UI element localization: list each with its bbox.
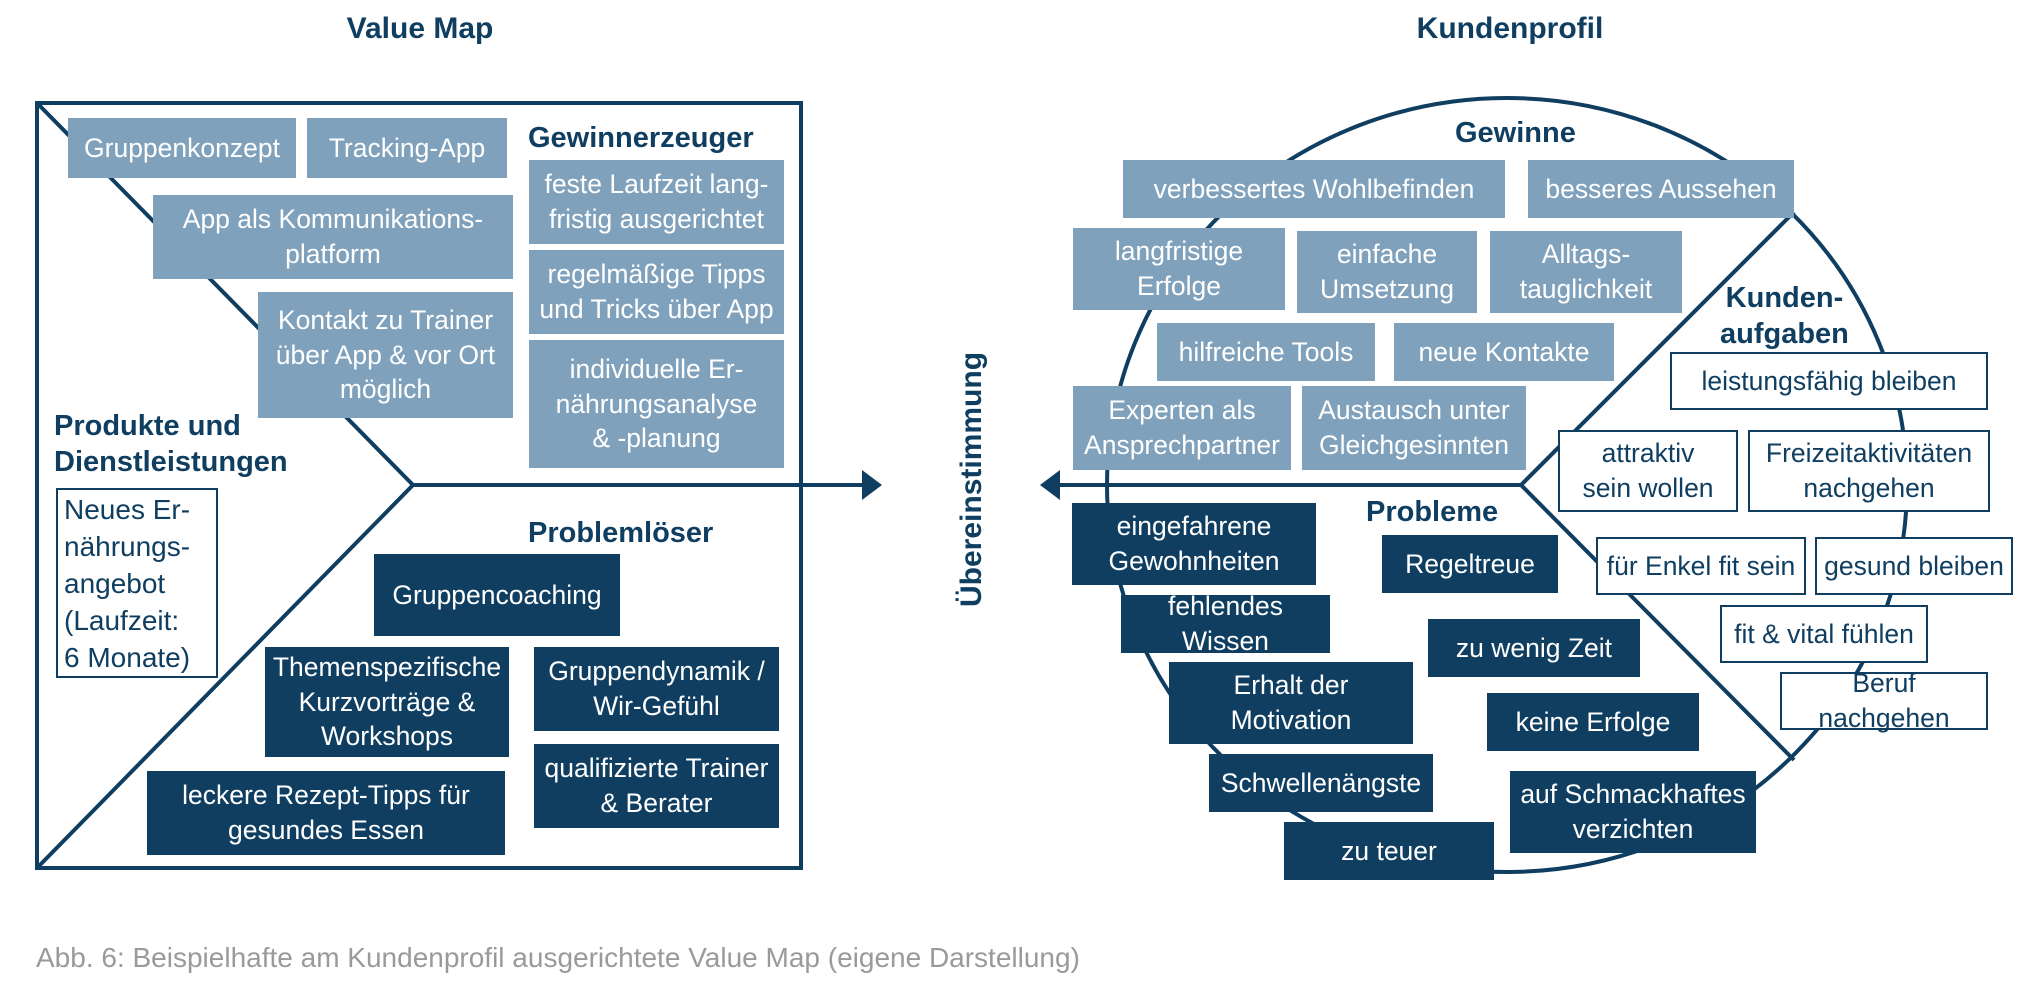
gain-item: langfristige Erfolge bbox=[1073, 228, 1285, 310]
customer-job-item: leistungsfähig bleiben bbox=[1670, 352, 1988, 410]
gain-item: hilfreiche Tools bbox=[1157, 323, 1375, 381]
gain-creator-item: Gruppenkonzept bbox=[68, 118, 296, 178]
pain-item: auf Schmackhaftes verzichten bbox=[1510, 771, 1756, 853]
product-note: Neues Er- nährungs- angebot (Laufzeit: 6… bbox=[56, 488, 218, 678]
pain-reliever-item: Gruppencoaching bbox=[374, 554, 620, 636]
pain-item: keine Erfolge bbox=[1487, 693, 1699, 751]
pain-relievers-heading: Problemlöser bbox=[528, 517, 714, 549]
right-arrow-head bbox=[862, 470, 882, 500]
gain-creator-item: Kontakt zu Trainer über App & vor Ort mö… bbox=[258, 292, 513, 418]
pain-item: zu wenig Zeit bbox=[1428, 619, 1640, 677]
gain-item: neue Kontakte bbox=[1394, 323, 1614, 381]
customer-job-item: für Enkel fit sein bbox=[1596, 537, 1806, 595]
products-heading: Produkte und Dienstleistungen bbox=[54, 410, 288, 479]
gain-item: besseres Aussehen bbox=[1528, 160, 1794, 218]
gain-item: Alltags- tauglichkeit bbox=[1490, 231, 1682, 313]
pain-item: Erhalt der Motivation bbox=[1169, 662, 1413, 744]
pains-heading: Probleme bbox=[1366, 496, 1499, 528]
customer-profile-title: Kundenprofil bbox=[1416, 12, 1604, 45]
gain-creator-item: regelmäßige Tipps und Tricks über App bbox=[529, 250, 784, 334]
figure-caption: Abb. 6: Beispielhafte am Kundenprofil au… bbox=[36, 942, 1080, 973]
fit-label: Übereinstimmung bbox=[955, 351, 988, 607]
gain-creator-item: App als Kommunikations- platform bbox=[153, 195, 513, 279]
pain-item: Schwellenängste bbox=[1209, 754, 1433, 812]
customer-job-item: attraktiv sein wollen bbox=[1558, 430, 1738, 512]
gain-item: verbessertes Wohlbefinden bbox=[1123, 160, 1505, 218]
gain-creator-item: feste Laufzeit lang- fristig ausgerichte… bbox=[529, 160, 784, 244]
gain-creator-item: Tracking-App bbox=[307, 118, 507, 178]
gain-creator-item: individuelle Er- nährungsanalyse & -plan… bbox=[529, 340, 784, 468]
left-arrow-head bbox=[1040, 470, 1060, 500]
customer-job-item: Freizeitaktivitäten nachgehen bbox=[1748, 430, 1990, 512]
value-map-lower-diagonal bbox=[35, 483, 415, 870]
pain-item: eingefahrene Gewohnheiten bbox=[1072, 503, 1316, 585]
customer-job-item: fit & vital fühlen bbox=[1720, 605, 1928, 663]
pain-reliever-item: Gruppendynamik / Wir-Gefühl bbox=[534, 647, 779, 731]
gains-heading: Gewinne bbox=[1455, 117, 1576, 149]
jobs-heading: Kunden- aufgaben bbox=[1720, 282, 1849, 351]
pain-item: zu teuer bbox=[1284, 822, 1494, 880]
pain-item: Regeltreue bbox=[1382, 535, 1558, 593]
pain-reliever-item: leckere Rezept-Tipps für gesundes Essen bbox=[147, 771, 505, 855]
customer-job-item: gesund bleiben bbox=[1815, 537, 2013, 595]
value-map-title: Value Map bbox=[346, 12, 494, 45]
pain-reliever-item: qualifizierte Trainer & Berater bbox=[534, 744, 779, 828]
customer-job-item: Beruf nachgehen bbox=[1780, 668, 1988, 733]
gain-item: Austausch unter Gleichgesinnten bbox=[1302, 386, 1526, 470]
gain-item: Experten als Ansprechpartner bbox=[1073, 386, 1291, 470]
pain-item: fehlendes Wissen bbox=[1121, 591, 1330, 656]
gain-creators-heading: Gewinnerzeuger bbox=[528, 122, 754, 154]
pain-reliever-item: Themenspezifische Kurzvorträge & Worksho… bbox=[265, 647, 509, 757]
customer-profile-lower-diagonal bbox=[1519, 483, 1796, 762]
gain-item: einfache Umsetzung bbox=[1297, 231, 1477, 313]
